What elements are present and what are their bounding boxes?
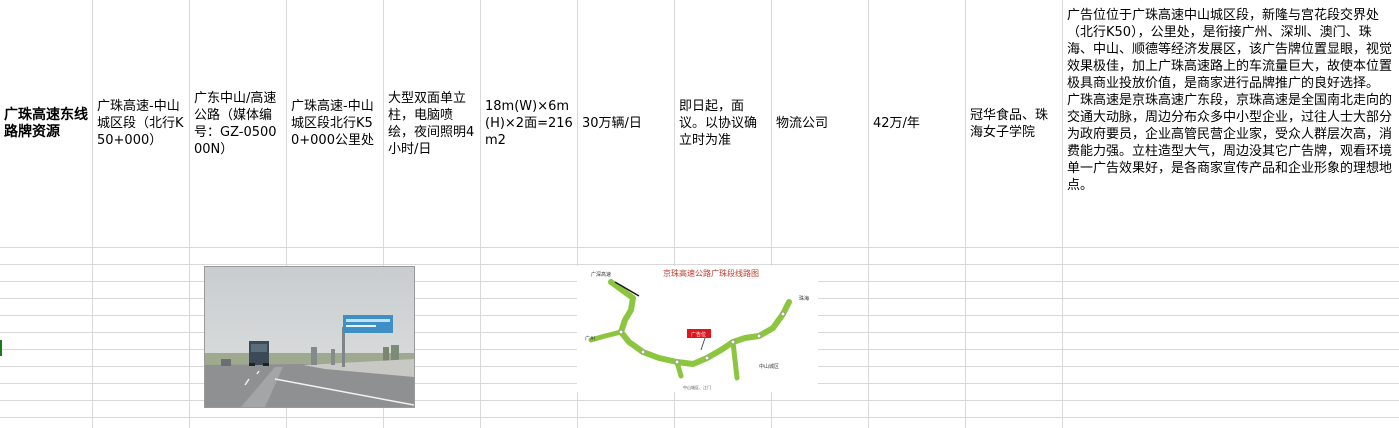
cell-location[interactable]: 广珠高速-中山城区段北行K50+000公里处 bbox=[287, 0, 383, 247]
cell-price[interactable]: 42万/年 bbox=[869, 0, 965, 247]
route-map-graphic: 京珠高速公路广珠段线路图 广深高速 广州 珠海 中山城区 中山城区、江门 广告位 bbox=[577, 266, 818, 392]
highway-photo-graphic bbox=[205, 267, 414, 407]
description-paragraph: 广珠高速是京珠高速广东段，京珠高速是全国南北走向的交通大动脉，周边分布众多中小型… bbox=[1067, 93, 1393, 193]
cell-title[interactable]: 广珠高速东线路牌资源 bbox=[0, 0, 92, 247]
column-divider bbox=[577, 0, 578, 428]
route-branch bbox=[588, 329, 624, 343]
billboard-photo[interactable] bbox=[204, 266, 415, 408]
map-label-top-left: 广深高速 bbox=[591, 271, 611, 278]
cell-spec-type[interactable]: 大型双面单立柱，电脑喷绘，夜间照明4小时/日 bbox=[384, 0, 480, 247]
route-line bbox=[608, 279, 792, 367]
row-divider bbox=[0, 400, 1399, 401]
column-divider bbox=[965, 0, 966, 428]
traffic-volume: 30万辆/日 bbox=[582, 116, 642, 131]
media-code: 广东中山/高速公路（媒体编号：GZ-050000N） bbox=[194, 90, 277, 157]
cell-size[interactable]: 18m(W)×6m(H)×2面=216m2 bbox=[481, 0, 577, 247]
column-divider bbox=[92, 0, 93, 428]
billboard-location: 广珠高速-中山城区段北行K50+000公里处 bbox=[291, 99, 374, 148]
column-divider bbox=[480, 0, 481, 428]
row-divider bbox=[0, 417, 1399, 418]
price: 42万/年 bbox=[873, 116, 920, 131]
map-label-zhongshan: 中山城区 bbox=[759, 363, 779, 370]
expressway-line bbox=[614, 281, 640, 297]
map-label-bottom: 中山城区、江门 bbox=[683, 384, 711, 390]
column-divider bbox=[868, 0, 869, 428]
column-divider bbox=[189, 0, 190, 428]
road-section: 广珠高速-中山城区段（北行K50+000） bbox=[97, 99, 184, 148]
cell-media-code[interactable]: 广东中山/高速公路（媒体编号：GZ-050000N） bbox=[190, 0, 286, 247]
resource-title: 广珠高速东线路牌资源 bbox=[4, 106, 88, 140]
past-advertisers: 冠华食品、珠海女子学院 bbox=[970, 107, 1049, 140]
description-paragraph: 广告位位于广珠高速中山城区段，新隆与宫花段交界处（北行K50），公里处，是衔接广… bbox=[1067, 8, 1393, 91]
cell-traffic[interactable]: 30万辆/日 bbox=[578, 0, 674, 247]
cell-description[interactable]: 广告位位于广珠高速中山城区段，新隆与宫花段交界处（北行K50），公里处，是衔接广… bbox=[1063, 0, 1397, 247]
marker-box bbox=[687, 329, 711, 338]
billboard-size: 18m(W)×6m(H)×2面=216m2 bbox=[485, 99, 573, 148]
column-divider bbox=[286, 0, 287, 428]
cell-period[interactable]: 即日起，面议。以协议确立时为准 bbox=[675, 0, 771, 247]
column-divider bbox=[1062, 0, 1063, 428]
marker-label: 广告位 bbox=[691, 331, 706, 338]
cell-section[interactable]: 广珠高速-中山城区段（北行K50+000） bbox=[93, 0, 189, 247]
cell-advertisers[interactable]: 冠华食品、珠海女子学院 bbox=[966, 0, 1062, 247]
route-map[interactable]: 京珠高速公路广珠段线路图 广深高速 广州 珠海 中山城区 中山城区、江门 广告位 bbox=[577, 266, 818, 392]
route-branch bbox=[730, 339, 740, 381]
map-label-guangzhou: 广州 bbox=[585, 335, 595, 342]
column-divider bbox=[771, 0, 772, 428]
route-branch bbox=[674, 359, 684, 379]
map-title: 京珠高速公路广珠段线路图 bbox=[663, 268, 759, 278]
map-label-zhuhai: 珠海 bbox=[799, 295, 809, 302]
billboard-spec: 大型双面单立柱，电脑喷绘，夜间照明4小时/日 bbox=[388, 90, 475, 157]
row-divider bbox=[0, 264, 1399, 265]
column-divider bbox=[383, 0, 384, 428]
client-type: 物流公司 bbox=[776, 116, 829, 131]
marker-pointer bbox=[700, 337, 706, 351]
selection-indicator bbox=[0, 340, 2, 356]
row-divider bbox=[0, 247, 1399, 248]
cell-client[interactable]: 物流公司 bbox=[772, 0, 868, 247]
column-divider bbox=[674, 0, 675, 428]
release-period: 即日起，面议。以协议确立时为准 bbox=[679, 99, 758, 148]
